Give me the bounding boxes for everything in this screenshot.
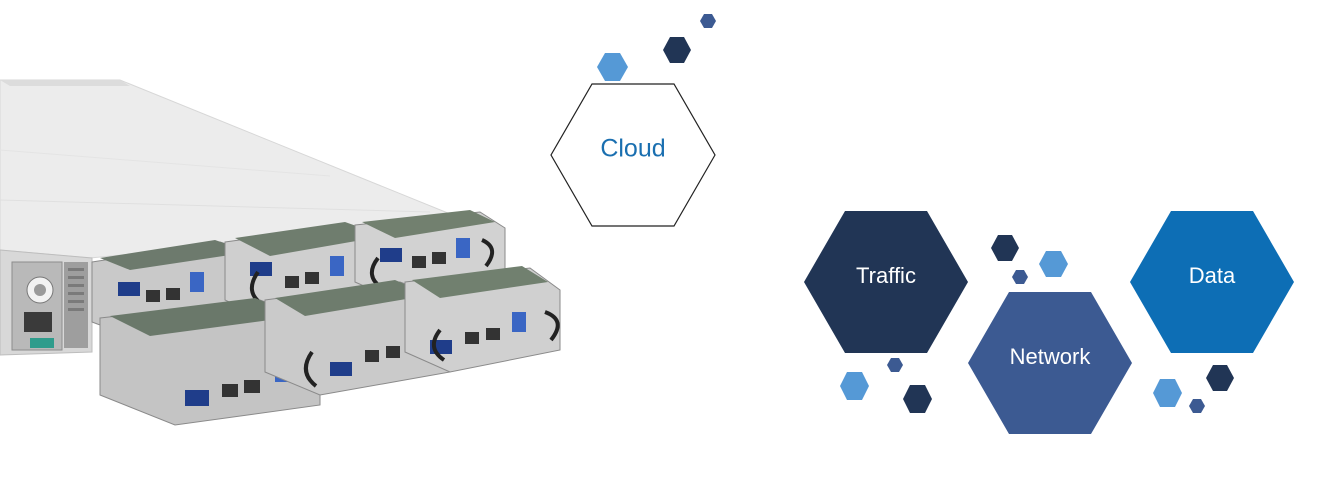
small-hexagon — [1012, 270, 1028, 284]
hexagon-traffic-label: Traffic — [856, 263, 916, 288]
hexagon-cloud: Cloud — [550, 83, 716, 227]
hexagon-network: Network — [968, 292, 1132, 434]
hexagon-data: Data — [1130, 211, 1294, 353]
small-hexagon — [1153, 379, 1182, 407]
small-hexagon — [887, 358, 903, 372]
small-hexagon — [700, 14, 716, 28]
hexagon-network-label: Network — [1010, 344, 1092, 369]
small-hexagon — [840, 372, 869, 400]
hexagon-data-label: Data — [1189, 263, 1236, 288]
small-hexagon — [1206, 365, 1234, 391]
server-node-tray-bottom-2 — [264, 280, 451, 396]
small-hexagon — [991, 235, 1019, 261]
server-node-tray-bottom-3 — [404, 266, 561, 373]
hexagon-cloud-label: Cloud — [600, 135, 665, 163]
small-hexagon — [903, 385, 932, 413]
small-hexagon — [663, 37, 691, 63]
small-hexagon — [597, 53, 628, 81]
small-hexagon — [1189, 399, 1205, 413]
server-chassis-image — [0, 79, 561, 426]
small-hexagon — [1039, 251, 1068, 277]
hexagon-traffic: Traffic — [804, 211, 968, 353]
